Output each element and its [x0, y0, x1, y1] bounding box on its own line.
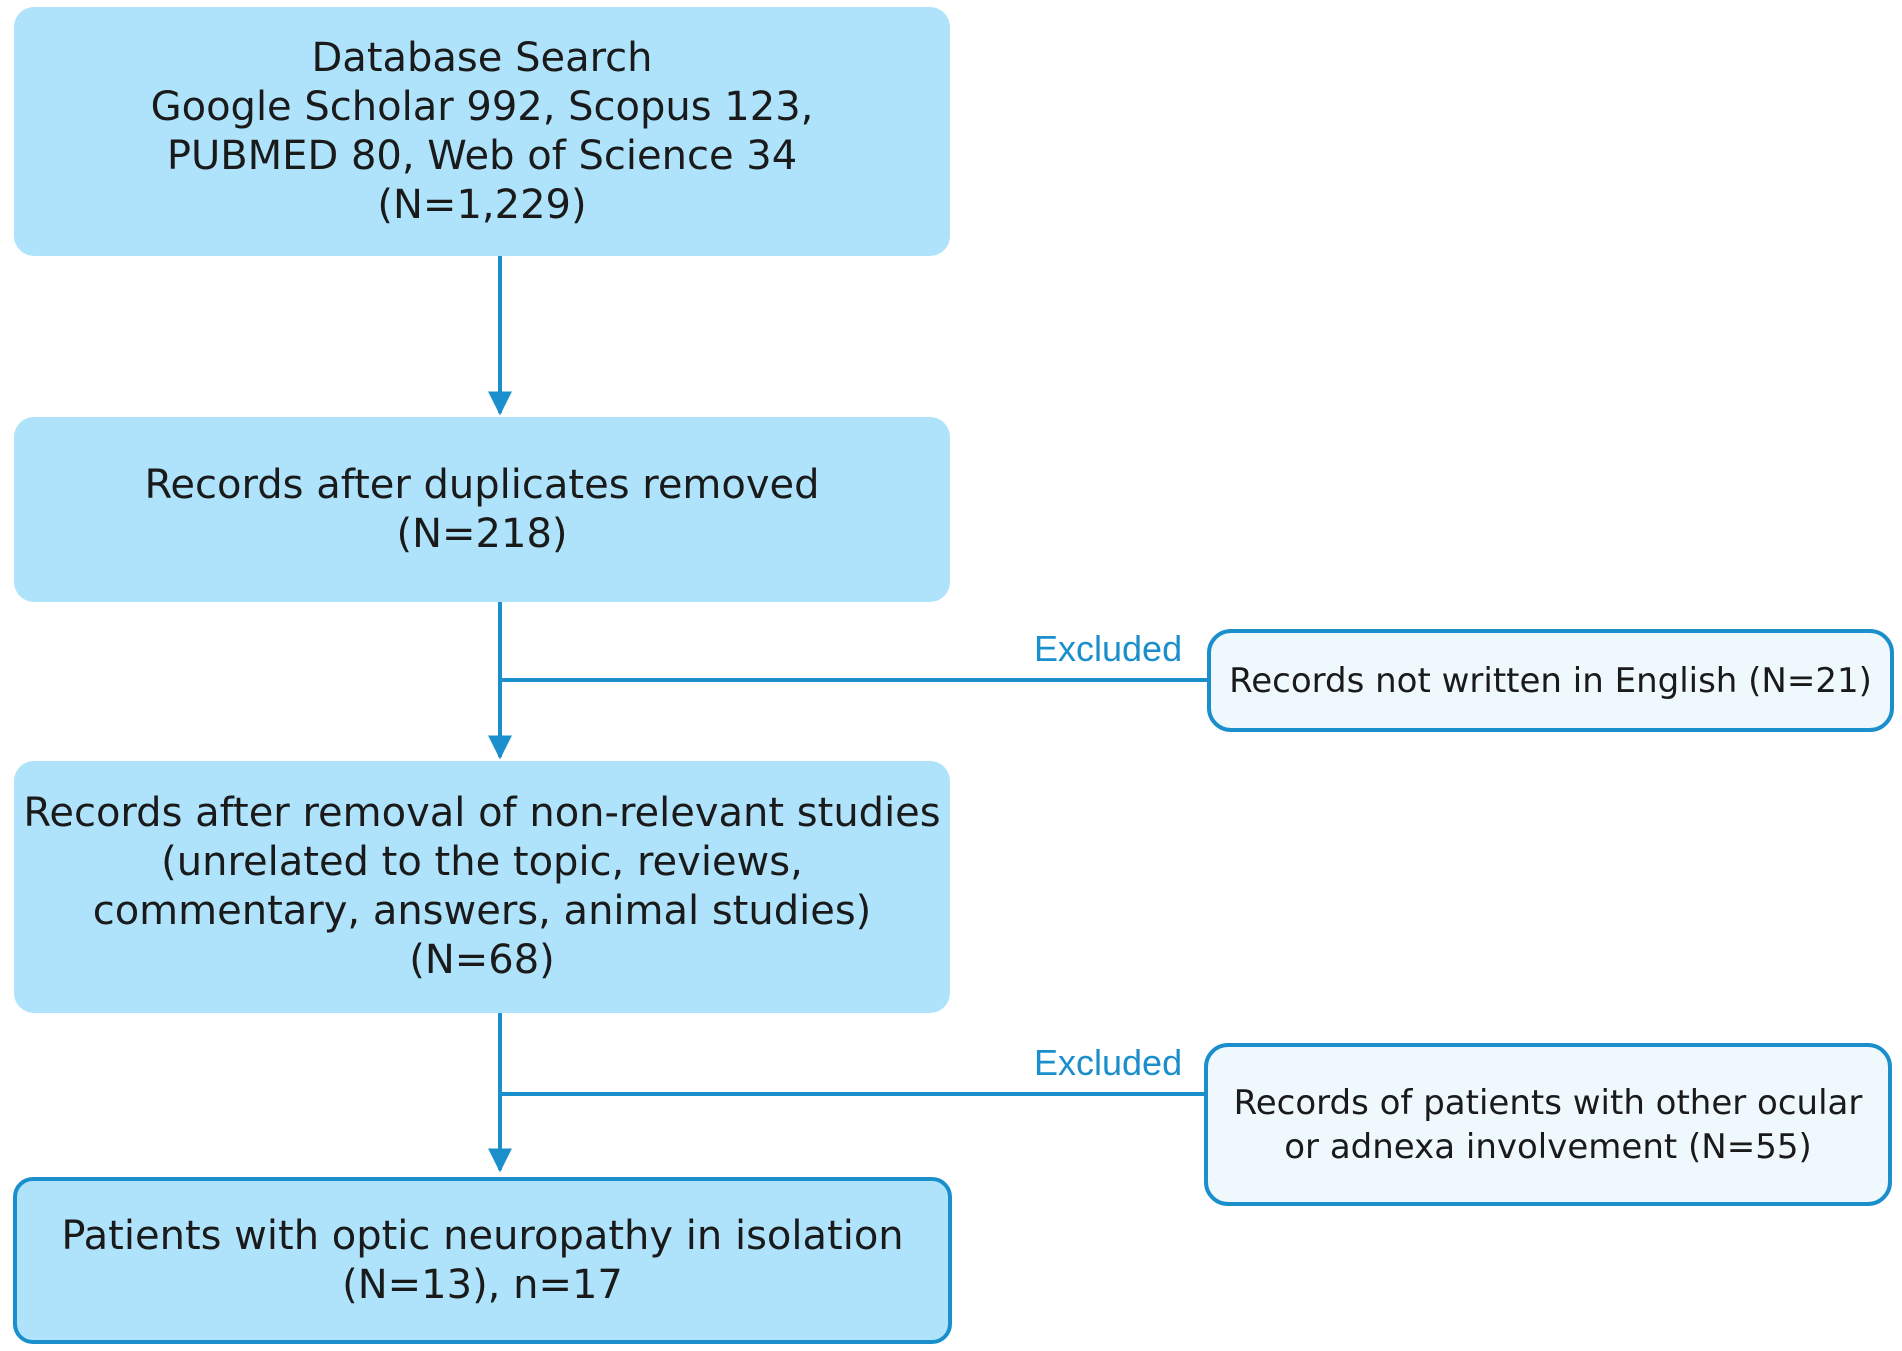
final-count: (N=13), n=17	[342, 1261, 623, 1308]
database-search-box: Database Search Google Scholar 992, Scop…	[14, 7, 950, 256]
relevant-line-1: Records after removal of non-relevant st…	[23, 790, 941, 836]
relevant-count: (N=68)	[409, 937, 555, 983]
excluded-label-2: Excluded	[1034, 1042, 1183, 1083]
exclusion-box-non-english: Records not written in English (N=21)	[1207, 629, 1894, 732]
final-result-box: Patients with optic neuropathy in isolat…	[13, 1177, 952, 1344]
exclusion-box-other-involvement: Records of patients with other ocular or…	[1204, 1043, 1892, 1206]
relevant-line-3: commentary, answers, animal studies)	[92, 888, 872, 934]
search-sources-line-2: PUBMED 80, Web of Science 34	[166, 132, 798, 179]
search-count: (N=1,229)	[377, 181, 587, 228]
duplicates-removed-box: Records after duplicates removed (N=218)	[14, 417, 950, 602]
dedup-label: Records after duplicates removed	[144, 461, 820, 508]
exclusion-2-line-2: or adnexa involvement (N=55)	[1284, 1126, 1812, 1167]
relevant-line-2: (unrelated to the topic, reviews,	[161, 839, 803, 885]
excluded-label-1: Excluded	[1034, 628, 1183, 669]
dedup-count: (N=218)	[396, 510, 568, 557]
non-relevant-removed-box: Records after removal of non-relevant st…	[14, 761, 950, 1013]
search-sources-line-1: Google Scholar 992, Scopus 123,	[150, 83, 814, 130]
exclusion-1-text: Records not written in English (N=21)	[1229, 660, 1872, 701]
final-label: Patients with optic neuropathy in isolat…	[61, 1212, 904, 1259]
search-title: Database Search	[311, 34, 653, 81]
exclusion-2-line-1: Records of patients with other ocular	[1233, 1082, 1863, 1123]
